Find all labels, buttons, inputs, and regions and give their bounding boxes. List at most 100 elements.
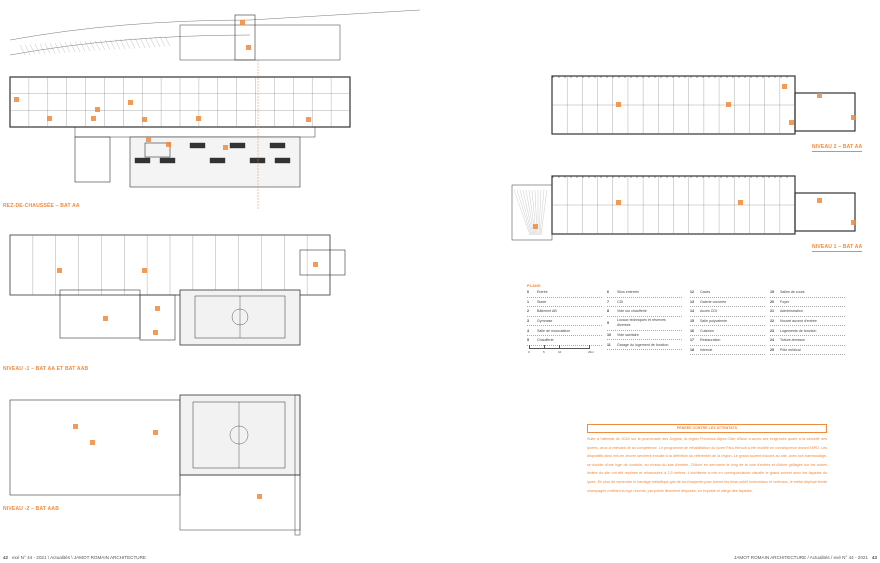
legend-text: Administration	[780, 309, 803, 314]
room-number-marker	[240, 20, 245, 25]
legend-number: 16	[690, 328, 694, 333]
hatch	[54, 42, 61, 53]
legend-number: 24	[770, 338, 774, 343]
legend-number: 22	[770, 319, 774, 324]
room-number-marker	[155, 306, 160, 311]
page-number-right: 43	[871, 555, 877, 560]
hatch	[134, 38, 141, 49]
roof-hatch	[513, 189, 531, 236]
room-number-marker	[73, 424, 78, 429]
legend-text: Foyer	[780, 299, 790, 304]
scale-tick-label: 10	[558, 350, 562, 354]
room-number-marker	[142, 268, 147, 273]
roof-hatch	[519, 189, 533, 236]
scale-tick-label: 20m	[588, 350, 594, 354]
legend-number: 12	[690, 290, 694, 295]
hatch	[29, 44, 36, 55]
legend-item: 23 Logements de fonction	[770, 326, 845, 336]
hatch	[34, 44, 41, 55]
hatch	[104, 39, 111, 50]
scale-tick-label: 5	[543, 350, 545, 354]
room-number-marker	[95, 107, 100, 112]
plan-wall	[269, 142, 286, 149]
roof-hatch	[540, 189, 548, 236]
hatch	[74, 41, 81, 52]
hatch	[24, 44, 31, 55]
legend-text: CDI	[617, 299, 624, 304]
legend-number: 21	[770, 309, 774, 314]
legend-text: Nouvel auvent d'entrée	[780, 319, 817, 324]
room-number-marker	[14, 97, 19, 102]
textbox-body: Suite à l'attentat de 2016 sur la promen…	[587, 437, 827, 493]
hatch	[144, 37, 151, 48]
room-number-marker	[128, 100, 133, 105]
legend-number: 19	[770, 290, 774, 295]
room-number-marker	[153, 430, 158, 435]
legend-number: 23	[770, 328, 774, 333]
room-number-marker	[90, 440, 95, 445]
plan-wall	[179, 24, 341, 61]
room-number-marker	[851, 115, 856, 120]
scale-tick-label: 0	[528, 350, 530, 354]
hatch	[149, 37, 156, 48]
plan-wall	[159, 157, 176, 164]
plan-wall	[249, 157, 266, 164]
legend-text: Toiture-terrasse	[780, 338, 805, 343]
room-number-marker	[166, 142, 171, 147]
footer-left: 42 exé N° 44 - 2021 \ Actualités \ JAMOT…	[3, 555, 146, 560]
legend-number: 2	[527, 309, 529, 314]
roof-hatch	[538, 189, 542, 236]
plan-wall	[794, 192, 856, 232]
room-number-marker	[146, 137, 151, 142]
plan-wall	[294, 394, 301, 536]
legend-item: 21 Administration	[770, 307, 845, 317]
room-number-marker	[257, 494, 262, 499]
legend-text: Logements de fonction	[780, 328, 817, 333]
plan-wall	[274, 157, 291, 164]
site-outline	[9, 34, 251, 56]
hatch	[154, 36, 161, 47]
plan-label-niveau-minus2: NIVEAU -2 – BAT AAB	[3, 506, 60, 512]
scale-bar: 0 5 10 20m	[528, 345, 594, 354]
legend-text: Chaufferie	[537, 338, 554, 343]
plan-wall	[59, 289, 141, 339]
sidebar-textbox: PENSÉE CONTRE LES ATTENTATS Suite à l'at…	[587, 424, 827, 495]
legend-text: Salle de musculation	[537, 328, 571, 333]
hatch	[49, 43, 56, 54]
legend-number: 0	[527, 290, 529, 295]
legend-text: Entrée	[537, 290, 548, 295]
legend-number: 17	[690, 338, 694, 343]
room-number-marker	[789, 120, 794, 125]
footer-left-text: exé N° 44 - 2021 \ Actualités \ JAMOT RO…	[11, 555, 146, 560]
legend-number: 25	[770, 347, 774, 352]
legend-number: 8	[607, 309, 609, 314]
legend-number: 10	[607, 333, 611, 338]
legend-number: 14	[690, 309, 694, 314]
room-number-marker	[142, 117, 147, 122]
room-number-marker	[153, 330, 158, 335]
legend-text: Silos enterrés	[617, 290, 639, 295]
hatch	[99, 40, 106, 51]
hatch	[84, 41, 91, 52]
hatch	[79, 41, 86, 52]
hatch	[89, 40, 96, 51]
legend-number: 1	[527, 299, 529, 304]
legend-item: 0 Entrée	[527, 288, 602, 298]
plan-wall	[794, 92, 856, 132]
legend-number: 18	[690, 347, 694, 352]
